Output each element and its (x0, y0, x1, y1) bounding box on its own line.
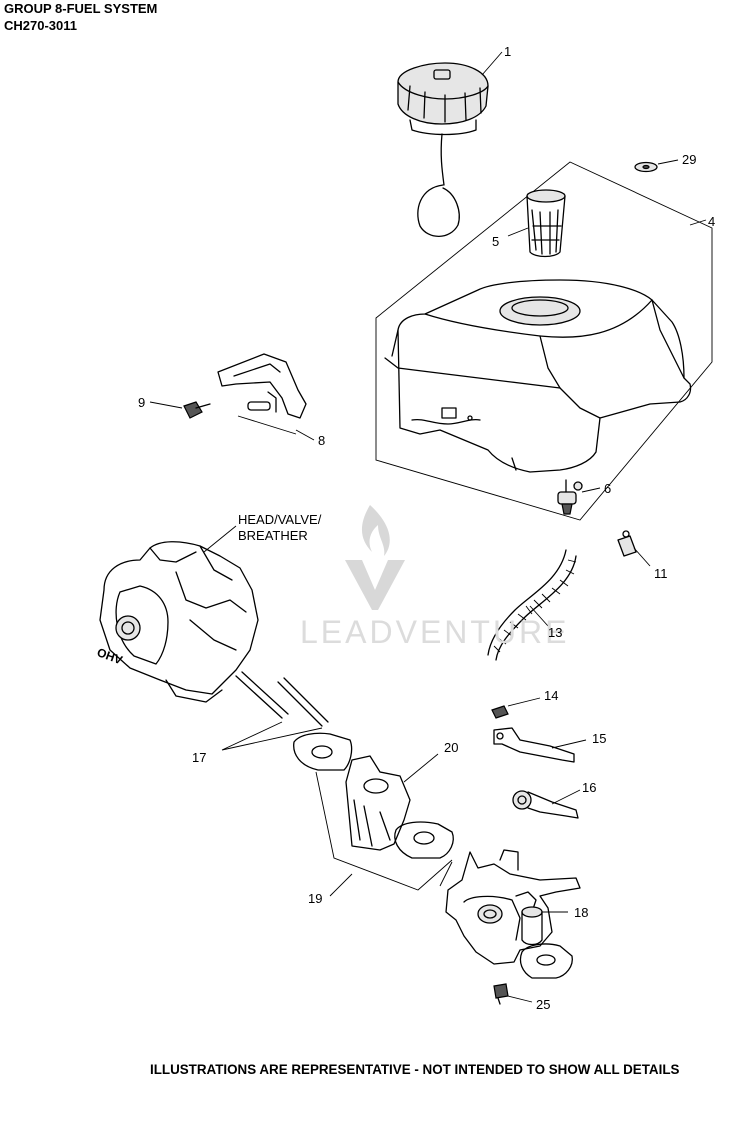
tank-bracket[interactable] (217, 353, 307, 419)
callout-19: 19 (308, 891, 323, 906)
callout-25: 25 (536, 997, 551, 1012)
mounting-screw[interactable] (183, 401, 211, 419)
callout-14: 14 (544, 688, 559, 703)
studs[interactable] (235, 671, 329, 727)
callout-6: 6 (604, 481, 612, 496)
cylinder-head-assembly[interactable]: OHV (95, 541, 259, 703)
fuel-tank-group-outline (375, 161, 713, 521)
hose-clamp[interactable] (617, 530, 637, 557)
callout-18: 18 (574, 905, 589, 920)
callout-5: 5 (492, 234, 500, 249)
callout-13: 13 (548, 625, 563, 640)
callout-16: 16 (582, 780, 597, 795)
svg-text:OHV: OHV (95, 645, 124, 667)
callout-11: 11 (654, 566, 668, 581)
callout-15: 15 (592, 731, 607, 746)
washer[interactable] (634, 161, 658, 173)
carburetor[interactable] (445, 849, 581, 979)
callout-20: 20 (444, 740, 459, 755)
intake-gasket-spacer[interactable] (293, 732, 454, 859)
watermark-text: LEADVENTURE (300, 614, 570, 650)
clip[interactable] (491, 705, 509, 719)
model-number: CH270-3011 (4, 18, 77, 33)
fuel-shutoff-valve[interactable] (557, 479, 583, 515)
callout-1: 1 (504, 44, 512, 59)
fuel-cap[interactable] (397, 62, 489, 238)
throttle-lever[interactable] (512, 790, 579, 819)
disclaimer-footer: ILLUSTRATIONS ARE REPRESENTATIVE - NOT I… (150, 1062, 680, 1077)
choke-lever[interactable] (493, 727, 575, 763)
fuel-strainer[interactable] (526, 189, 566, 258)
fuel-line[interactable] (487, 549, 577, 661)
fuel-tank[interactable] (384, 279, 692, 473)
drain-screw[interactable] (493, 983, 509, 1005)
page-title: GROUP 8-FUEL SYSTEM (4, 1, 158, 16)
callout-29: 29 (682, 152, 697, 167)
watermark-logo-icon (345, 505, 405, 610)
callout-4: 4 (708, 214, 716, 229)
callout-17: 17 (192, 750, 207, 765)
callout-9: 9 (138, 395, 146, 410)
head-valve-breather-label: HEAD/VALVE/ BREATHER (238, 512, 322, 543)
callout-8: 8 (318, 433, 326, 448)
